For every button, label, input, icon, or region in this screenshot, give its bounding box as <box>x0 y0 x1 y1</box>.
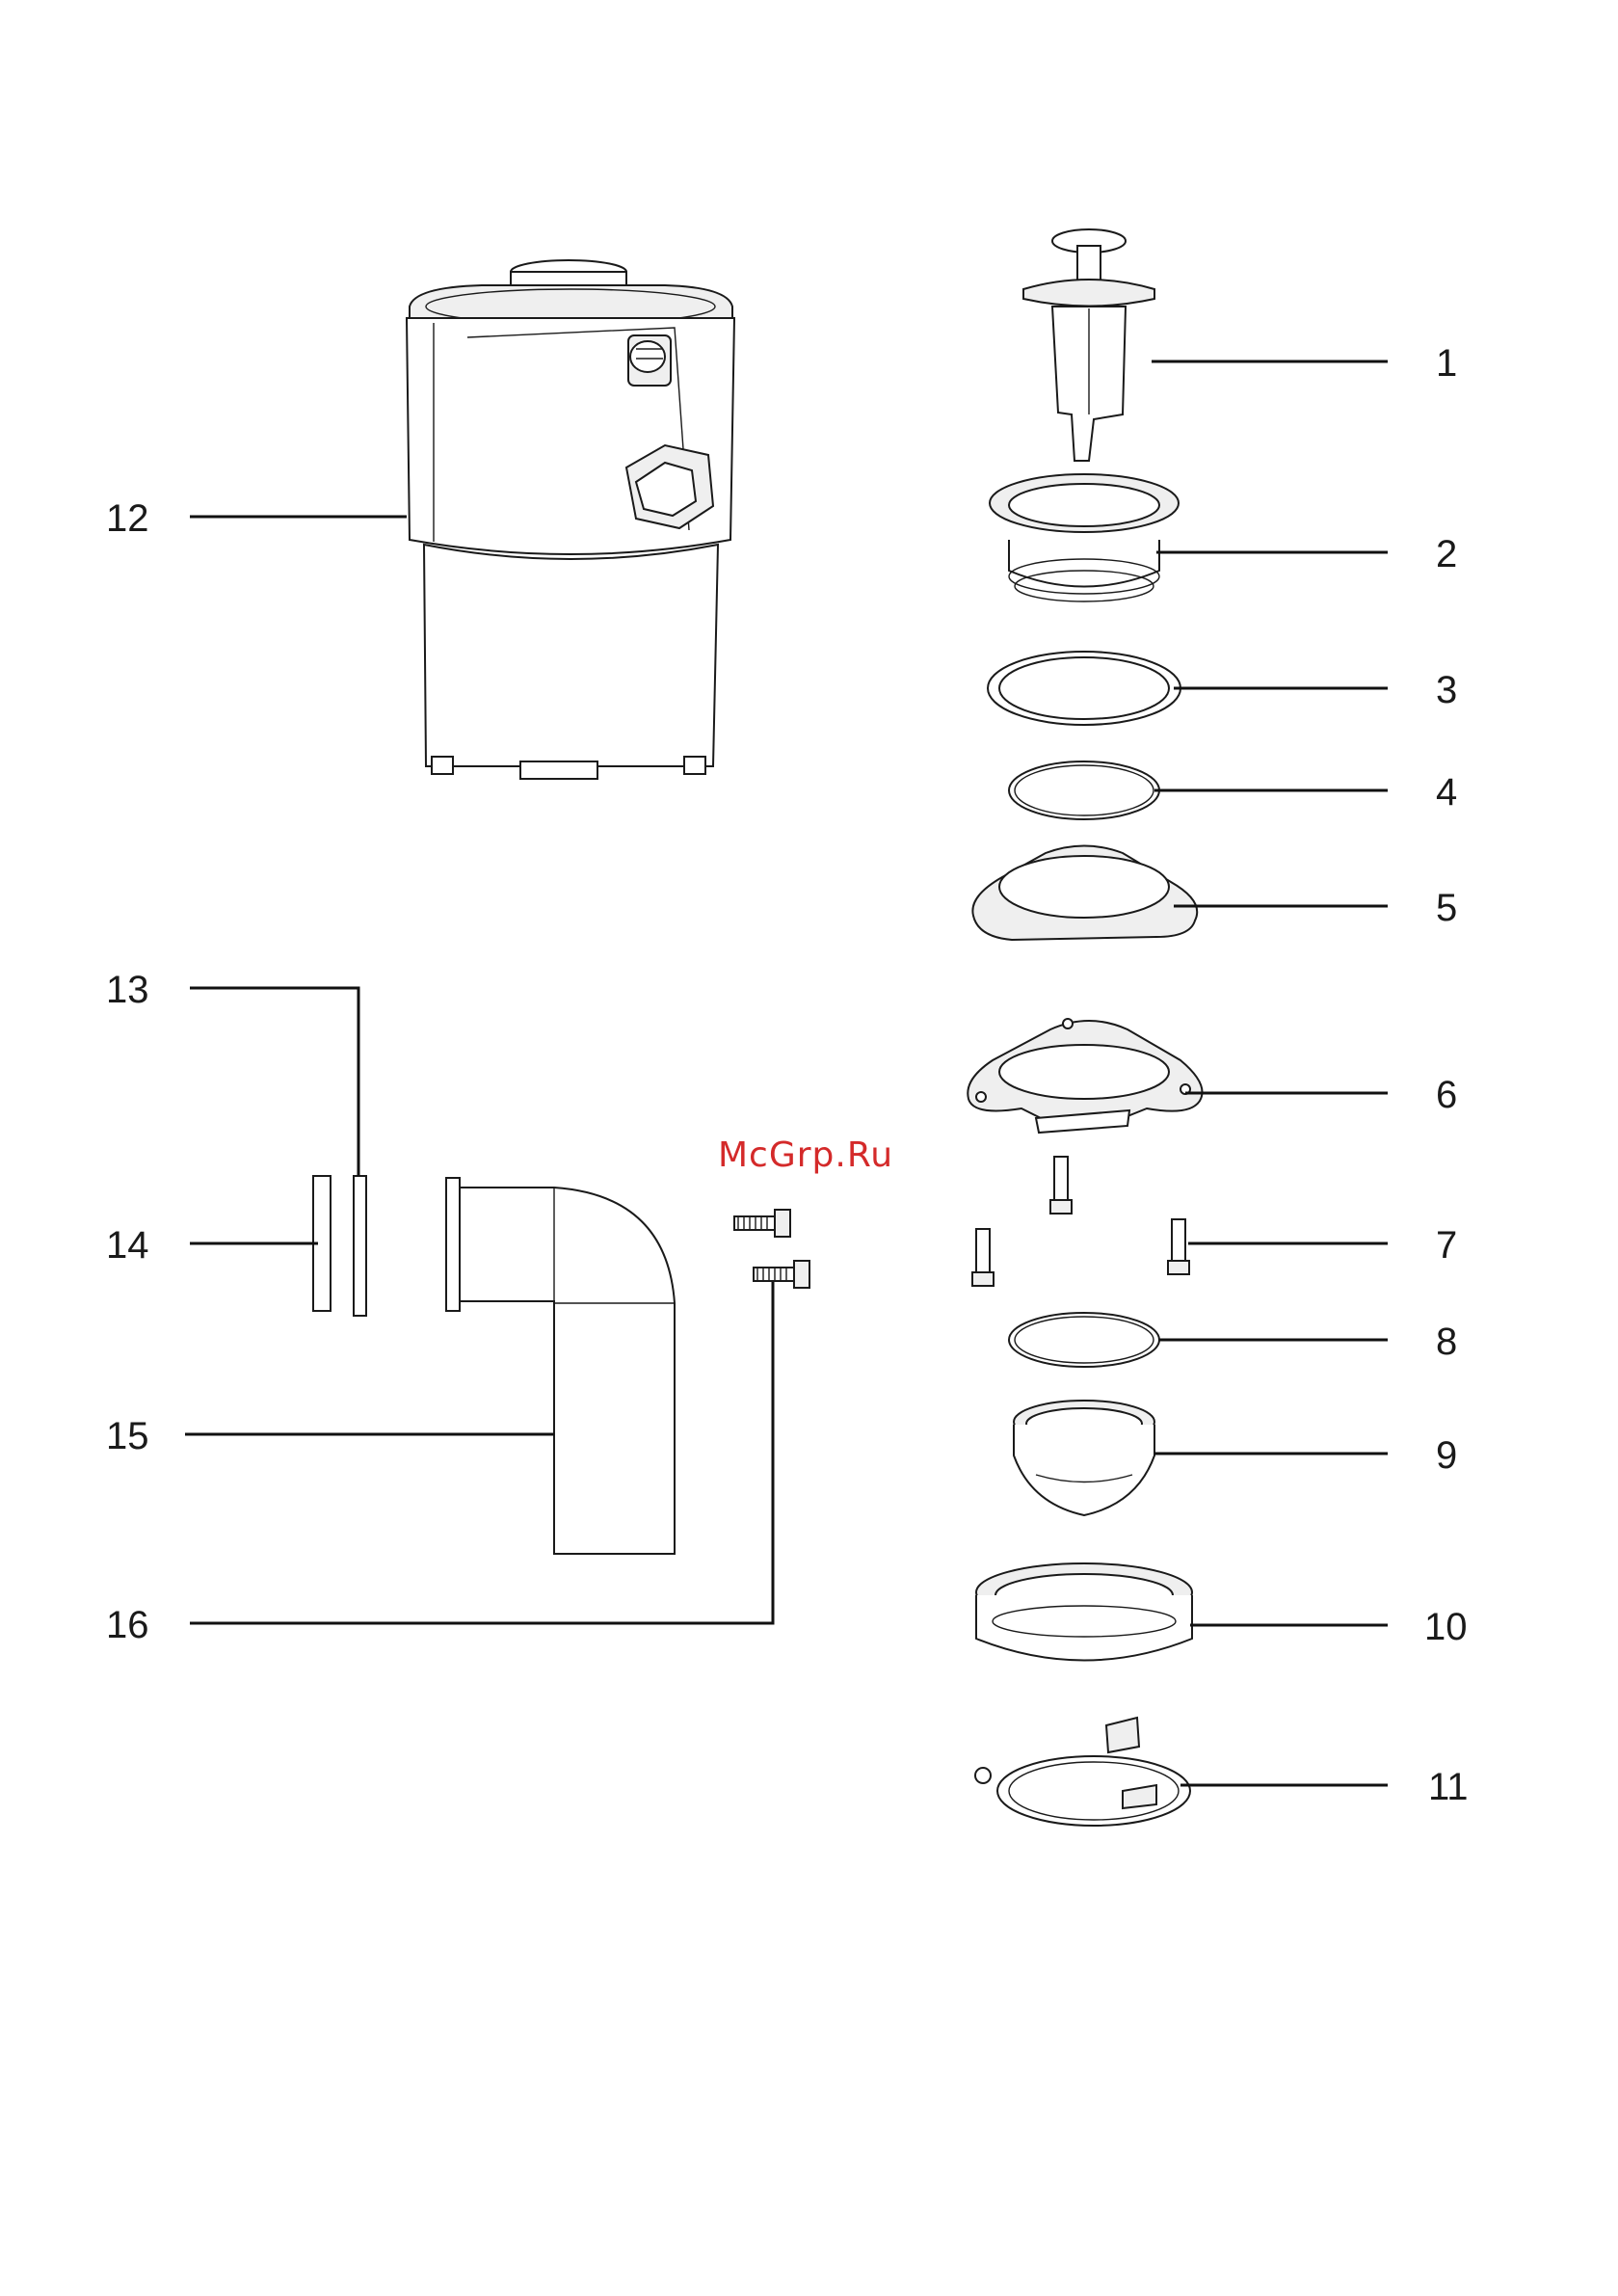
bolt-a <box>734 1210 790 1237</box>
callout-7: 7 <box>1436 1224 1457 1267</box>
callout-9: 9 <box>1436 1434 1457 1477</box>
part-6-mounting-ring <box>968 1019 1202 1133</box>
callout-6: 6 <box>1436 1074 1457 1116</box>
callout-11: 11 <box>1428 1766 1469 1808</box>
callout-1: 1 <box>1436 342 1457 385</box>
leader-line-13 <box>190 988 358 1176</box>
part-13-outlet-flange <box>354 1176 366 1316</box>
part-7-mounting-screws <box>972 1157 1189 1286</box>
callout-10: 10 <box>1424 1606 1468 1648</box>
callout-4: 4 <box>1436 771 1457 814</box>
watermark-text: McGrp.Ru <box>718 1135 893 1175</box>
part-8-snap-ring <box>1009 1313 1159 1367</box>
part-5-mounting-plate <box>972 846 1197 941</box>
part-10-cushion-mount <box>976 1563 1192 1661</box>
callout-3: 3 <box>1436 669 1457 711</box>
part-4-backup-ring <box>1009 761 1159 819</box>
callout-14: 14 <box>106 1224 149 1267</box>
screw-c <box>1168 1219 1189 1274</box>
part-9-splash-guard <box>1014 1401 1154 1515</box>
callout-12: 12 <box>106 497 149 540</box>
part-3-fiber-gasket <box>988 652 1180 725</box>
callout-8: 8 <box>1436 1321 1457 1363</box>
bolt-b <box>754 1261 809 1288</box>
callout-13: 13 <box>106 969 149 1011</box>
callout-16: 16 <box>106 1604 149 1646</box>
part-11-lock-ring <box>975 1718 1190 1826</box>
screw-a <box>1050 1157 1072 1214</box>
part-1-sink-stopper <box>1023 229 1154 461</box>
part-2-sink-flange <box>990 474 1179 601</box>
callout-5: 5 <box>1436 887 1457 929</box>
part-12-disposer-body <box>407 260 734 779</box>
callout-15: 15 <box>106 1415 149 1457</box>
part-16-elbow-bolts <box>734 1210 809 1288</box>
screw-b <box>972 1229 994 1286</box>
part-15-discharge-elbow <box>446 1178 675 1554</box>
callout-2: 2 <box>1436 533 1457 575</box>
leader-line-16 <box>190 1282 773 1623</box>
